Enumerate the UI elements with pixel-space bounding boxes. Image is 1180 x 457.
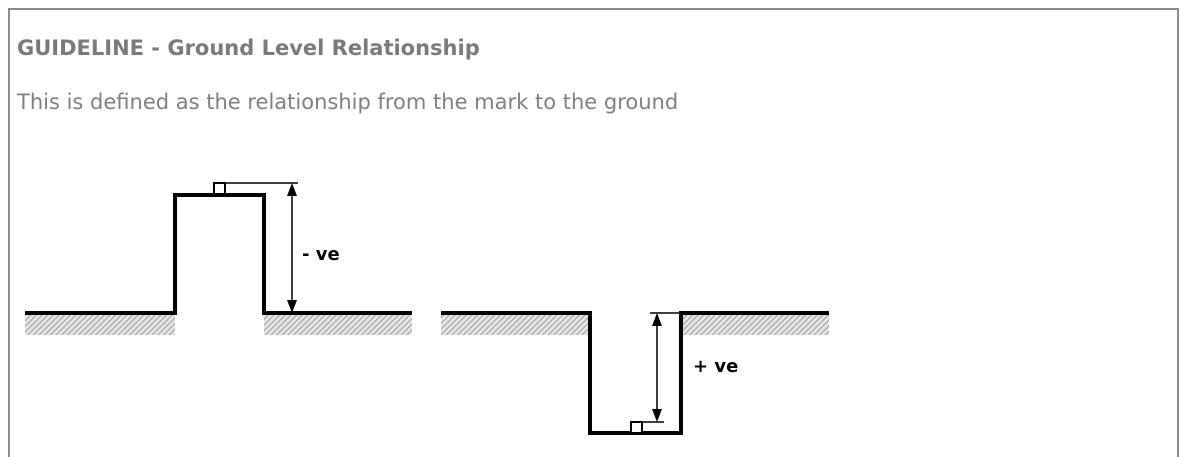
mark-square-bottom (630, 421, 643, 434)
guideline-title: GUIDELINE - Ground Level Relationship (17, 36, 480, 60)
raised-ground-profile (25, 193, 412, 315)
ground-hatch-right-2 (681, 315, 829, 335)
raised-mark-figure: - ve (25, 182, 412, 335)
positive-label: + ve (693, 356, 738, 377)
ground-hatch-right-1 (441, 315, 590, 335)
ground-hatch-left-1 (25, 315, 175, 335)
arrow-head-down (287, 300, 297, 313)
arrow-head-down-right (652, 409, 662, 422)
guideline-panel (8, 8, 1179, 457)
ground-hatch-left-2 (264, 315, 412, 335)
mark-square-top (213, 182, 226, 195)
arrow-head-up-right (652, 313, 662, 326)
sunken-mark-figure: + ve (441, 311, 829, 435)
arrow-head-up (287, 183, 297, 196)
guideline-description: This is defined as the relationship from… (17, 90, 679, 114)
negative-label: - ve (302, 244, 340, 265)
